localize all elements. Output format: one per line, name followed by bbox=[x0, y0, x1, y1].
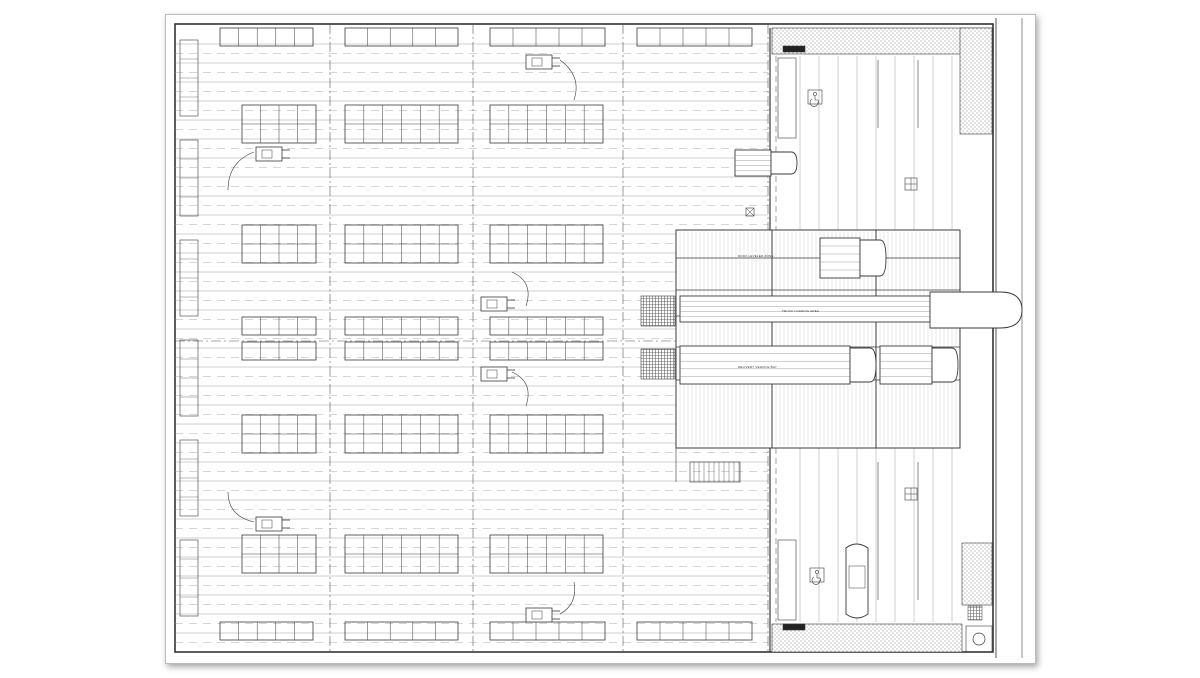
turning-arc bbox=[559, 59, 577, 101]
fire-cabinet bbox=[745, 207, 755, 217]
pallet-rack bbox=[489, 621, 606, 641]
pallet-rack bbox=[489, 316, 604, 336]
forklift-icon bbox=[480, 271, 529, 312]
forklifts bbox=[227, 54, 577, 623]
dock-middle-label: TRUCK LOADING AREA bbox=[782, 309, 820, 313]
delivery-van bbox=[819, 237, 887, 279]
accessible-bay bbox=[777, 539, 797, 621]
turning-arc bbox=[511, 271, 529, 307]
pallet-rack bbox=[344, 224, 459, 264]
pallet-rack bbox=[636, 27, 753, 47]
pallet-rack bbox=[344, 341, 459, 361]
van bbox=[879, 345, 959, 385]
dock-leveler-grate bbox=[640, 348, 676, 380]
forklift-icon bbox=[480, 366, 529, 407]
north-marker-icon bbox=[972, 632, 986, 646]
parking-yard bbox=[769, 27, 993, 653]
pallet-rack bbox=[489, 27, 606, 47]
accessible-bay bbox=[777, 57, 797, 139]
pallet-rack bbox=[241, 104, 317, 144]
forklift-icon bbox=[227, 491, 290, 532]
pallet-rack bbox=[489, 104, 604, 144]
turning-arc bbox=[559, 581, 575, 615]
planting-strip-top bbox=[771, 27, 993, 55]
planting-strip-right bbox=[959, 27, 993, 135]
bollard-bar bbox=[782, 623, 806, 631]
building-outline bbox=[174, 23, 994, 653]
pallet-rack bbox=[489, 534, 604, 574]
parked-car bbox=[845, 543, 869, 619]
turning-arc bbox=[227, 151, 255, 191]
planting-strip-lower-right bbox=[961, 542, 993, 606]
vehicles bbox=[679, 149, 1023, 619]
dock-leveler-grate bbox=[640, 295, 676, 327]
pallet-rack bbox=[344, 316, 459, 336]
pallet-rack bbox=[241, 316, 317, 336]
dock-right-block bbox=[875, 229, 961, 449]
pallet-rack bbox=[344, 534, 459, 574]
pallet-rack bbox=[241, 414, 317, 454]
forklift-icon bbox=[227, 146, 290, 191]
pallet-rack bbox=[219, 27, 314, 47]
pallet-rack bbox=[344, 414, 459, 454]
drain-grate bbox=[967, 605, 983, 621]
pallet-rack bbox=[219, 621, 314, 641]
pallet-rack bbox=[241, 224, 317, 264]
pickup-truck bbox=[734, 149, 798, 177]
storage-hall bbox=[175, 24, 769, 652]
pallet-rack bbox=[489, 414, 604, 454]
pallet-rack bbox=[489, 224, 604, 264]
dock-lower-label: DELIVERY VEHICLE BAY bbox=[738, 365, 778, 369]
pallet-rack bbox=[344, 621, 459, 641]
turning-arc bbox=[227, 491, 255, 523]
bollard-bar bbox=[782, 45, 806, 53]
pallet-rack bbox=[241, 534, 317, 574]
forklift-icon bbox=[525, 54, 577, 101]
truck-cab bbox=[929, 291, 1023, 329]
box-truck bbox=[679, 345, 877, 385]
forklift-icon bbox=[525, 581, 575, 623]
dock-platform bbox=[675, 229, 961, 449]
dock-upper-label: DOCK LEVELER ZONE bbox=[738, 254, 774, 258]
north-marker-box bbox=[965, 625, 993, 653]
stairs bbox=[675, 448, 741, 483]
pallet-rack bbox=[241, 341, 317, 361]
turning-arc bbox=[511, 371, 529, 407]
pallet-rack bbox=[489, 341, 604, 361]
pallet-rack bbox=[636, 621, 753, 641]
pallet-rack bbox=[344, 104, 459, 144]
accessible-parking-symbol bbox=[809, 567, 825, 585]
pallet-rack bbox=[344, 27, 459, 47]
accessible-parking-symbol bbox=[807, 89, 823, 107]
